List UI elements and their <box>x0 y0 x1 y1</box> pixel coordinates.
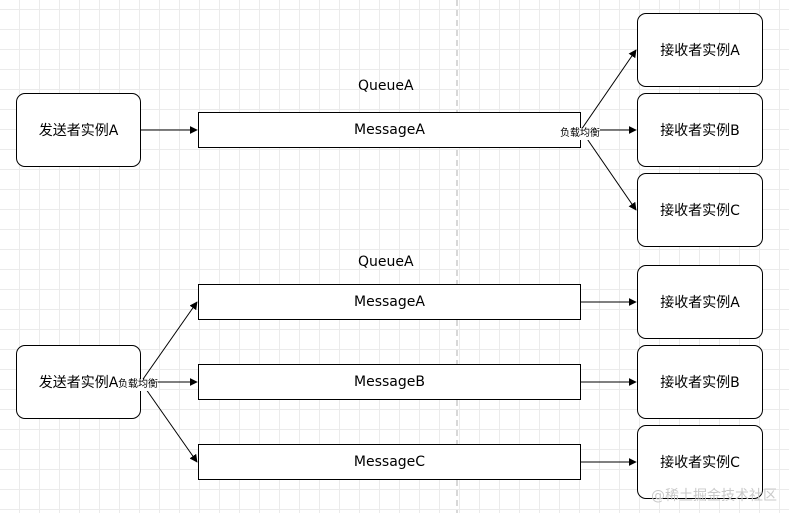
receiver-node-b-bottom: 接收者实例B <box>637 345 763 419</box>
watermark: @稀土掘金技术社区 <box>651 488 777 504</box>
queue-label-top: QueueA <box>358 78 414 94</box>
sender-node-top: 发送者实例A <box>16 93 141 167</box>
receiver-node-c-bottom: 接收者实例C <box>637 425 763 499</box>
message-node-top: MessageA <box>198 112 581 148</box>
receiver-node-a-top: 接收者实例A <box>637 13 763 87</box>
message-node-b-bottom: MessageB <box>198 364 581 400</box>
edge-sender-to-message-c-bottom <box>140 381 198 463</box>
edge-message-to-receiver-c <box>580 129 637 211</box>
queue-label-bottom: QueueA <box>358 254 414 270</box>
edge-sender-to-message-a-bottom <box>140 301 198 383</box>
receiver-node-c-top: 接收者实例C <box>637 173 763 247</box>
load-balance-label-top: 负载均衡 <box>560 128 600 140</box>
receiver-node-b-top: 接收者实例B <box>637 93 763 167</box>
receiver-node-a-bottom: 接收者实例A <box>637 265 763 339</box>
load-balance-label-bottom: 负载均衡 <box>118 379 158 391</box>
edge-message-to-receiver-a <box>580 49 637 131</box>
message-node-a-bottom: MessageA <box>198 284 581 320</box>
message-node-c-bottom: MessageC <box>198 444 581 480</box>
